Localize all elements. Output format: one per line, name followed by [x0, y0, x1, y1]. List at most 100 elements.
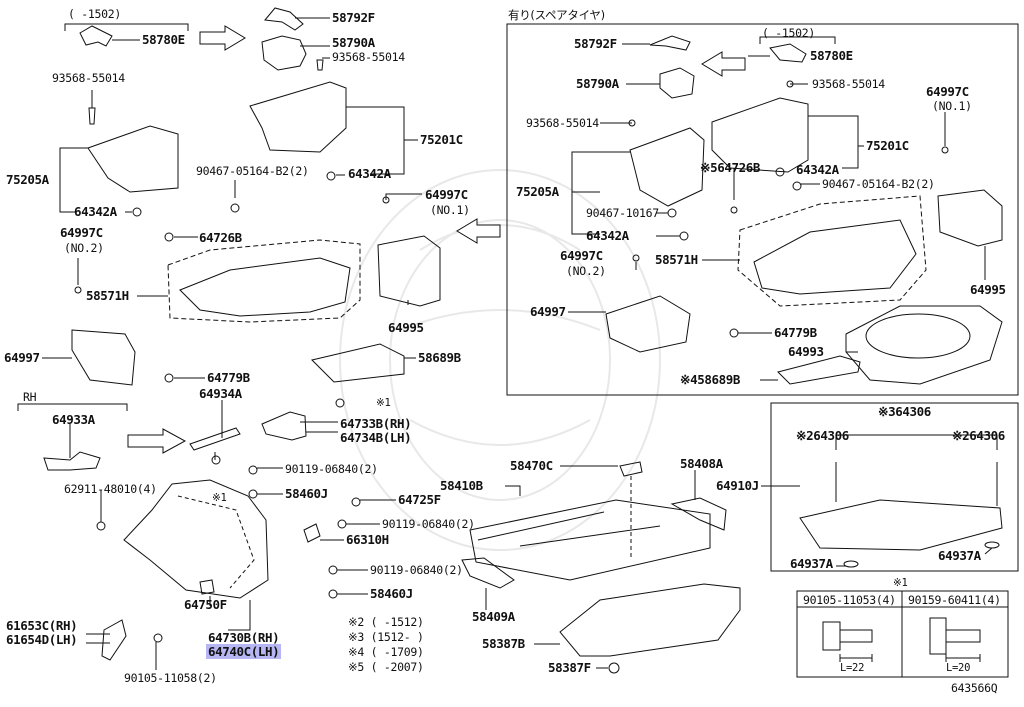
bracket-rh	[17, 403, 128, 411]
clip-64747-top	[335, 398, 345, 408]
label-90105-11058[interactable]: 90105-11058(2)	[124, 671, 217, 685]
bolt-drawing-1	[822, 621, 873, 651]
label-64726B[interactable]: 64726B	[199, 230, 242, 245]
bolt-part-2[interactable]: 90159-60411(4)	[908, 593, 1001, 607]
bolt-length-1: L=22	[840, 662, 865, 674]
label-58470C[interactable]: 58470C	[510, 458, 553, 473]
label-58410B[interactable]: 58410B	[440, 478, 483, 493]
spare-part-58790a	[659, 67, 695, 99]
part-61653c	[101, 619, 127, 661]
arrow-left-spare	[701, 51, 746, 77]
clip-64342a-top	[326, 171, 336, 181]
bolt-part-1[interactable]: 90105-11053(4)	[803, 593, 896, 607]
label-62911[interactable]: 62911-48010(4)	[64, 482, 157, 496]
label-58689B[interactable]: 58689B	[418, 350, 461, 365]
label-75201C[interactable]: 75201C	[420, 132, 463, 147]
note-3: ※3 (1512- )	[348, 630, 424, 644]
label-64306-main[interactable]: ※364306	[878, 404, 931, 419]
part-64730b	[123, 479, 269, 599]
label-64910J[interactable]: 64910J	[716, 478, 759, 493]
label-64730B[interactable]: 64730B(RH)	[208, 630, 280, 645]
spare-label-64997C-right[interactable]: 64997C	[926, 84, 969, 99]
spare-label-93568-a[interactable]: 93568-55014	[812, 77, 885, 91]
label-64779B[interactable]: 64779B	[207, 370, 250, 385]
label-64997[interactable]: 64997	[4, 350, 40, 365]
label-rh: RH	[23, 390, 37, 404]
label-64997C-right[interactable]: 64997C	[425, 187, 468, 202]
label-90119-b[interactable]: 90119-06840(2)	[382, 517, 475, 531]
part-58410b-seam	[477, 511, 661, 547]
spare-label-90467-05164[interactable]: 90467-05164-B2(2)	[822, 177, 935, 191]
clip-64779b	[164, 373, 174, 383]
label-64740C[interactable]: 64740C(LH)	[206, 644, 282, 659]
label-64995[interactable]: 64995	[388, 320, 424, 335]
label-58792F[interactable]: 58792F	[332, 10, 375, 25]
label-58790A[interactable]: 58790A	[332, 35, 375, 50]
notes-list: ※2 ( -1512) ※3 (1512- ) ※4 ( -1709) ※5 (…	[348, 616, 424, 673]
spare-label-75205A[interactable]: 75205A	[516, 184, 559, 199]
note-4: ※4 ( -1709)	[348, 645, 424, 659]
label-64997C-left[interactable]: 64997C	[60, 225, 103, 240]
clip-64997c-l	[74, 286, 82, 294]
label-90119-a[interactable]: 90119-06840(2)	[285, 462, 378, 476]
spare-label-64997[interactable]: 64997	[530, 304, 566, 319]
spare-label-64993[interactable]: 64993	[788, 344, 824, 359]
spare-label-90467-10167[interactable]: 90467-10167	[586, 206, 659, 220]
spare-label-58792F[interactable]: 58792F	[574, 36, 617, 51]
label-93568-top[interactable]: 93568-55014	[332, 50, 405, 64]
screw-90119-a	[248, 465, 258, 475]
label-64342A-top[interactable]: 64342A	[348, 166, 391, 181]
spare-part-58780e	[769, 43, 807, 63]
spare-label-58790A[interactable]: 58790A	[576, 76, 619, 91]
part-58409a	[461, 557, 515, 589]
label-58460J-b[interactable]: 58460J	[370, 586, 413, 601]
label-93568-left[interactable]: 93568-55014	[52, 71, 125, 85]
spare-label-93568-b[interactable]: 93568-55014	[526, 116, 599, 130]
part-58387b	[559, 583, 741, 657]
spare-label-58689B[interactable]: ※458689B	[680, 372, 740, 387]
spare-label-64779B[interactable]: 64779B	[774, 325, 817, 340]
spare-label-64726B[interactable]: ※564726B	[700, 160, 760, 175]
part-64933a	[43, 451, 101, 471]
label-64937A-left[interactable]: 64937A	[790, 556, 833, 571]
label-58409A[interactable]: 58409A	[472, 609, 515, 624]
spare-clip-64342a-b	[679, 231, 689, 241]
label-64750F[interactable]: 64750F	[184, 597, 227, 612]
spare-label-64995[interactable]: 64995	[970, 282, 1006, 297]
label-64725F[interactable]: 64725F	[398, 492, 441, 507]
clip-64726b	[164, 232, 174, 242]
label-64934A[interactable]: 64934A	[199, 386, 242, 401]
clip-58387f	[608, 662, 620, 674]
label-64740C-highlight[interactable]: 64740C(LH)	[206, 644, 282, 659]
spare-label-58780E[interactable]: 58780E	[810, 48, 853, 63]
label-58460J-a[interactable]: 58460J	[285, 486, 328, 501]
label-64937A-right[interactable]: 64937A	[938, 548, 981, 563]
spare-part-75201c	[711, 97, 809, 173]
label-90119-c[interactable]: 90119-06840(2)	[370, 563, 463, 577]
part-66310h	[303, 523, 321, 543]
label-64306-left[interactable]: ※264306	[796, 428, 849, 443]
spare-label-64342A-a[interactable]: 64342A	[796, 162, 839, 177]
label-61654D[interactable]: 61654D(LH)	[6, 632, 78, 647]
label-66310H[interactable]: 66310H	[346, 532, 389, 547]
label-64306-right[interactable]: ※264306	[952, 428, 1005, 443]
label-64933A[interactable]: 64933A	[52, 412, 95, 427]
note-x1-b: ※1	[893, 577, 908, 589]
label-90467[interactable]: 90467-05164-B2(2)	[196, 164, 309, 178]
label-58387B[interactable]: 58387B	[482, 636, 525, 651]
label-64733B[interactable]: 64733B(RH)	[340, 416, 412, 431]
label-58571H[interactable]: 58571H	[86, 288, 129, 303]
label-58408A[interactable]: 58408A	[680, 456, 723, 471]
label-58780E[interactable]: 58780E	[142, 32, 185, 47]
label-64734B[interactable]: 64734B(LH)	[340, 430, 412, 445]
clip-64725f	[351, 497, 361, 507]
part-64937a-r	[984, 541, 1000, 549]
spare-label-64997C-left[interactable]: 64997C	[560, 248, 603, 263]
spare-label-58571H[interactable]: 58571H	[655, 252, 698, 267]
label-58387F[interactable]: 58387F	[548, 660, 591, 675]
label-64342A-left[interactable]: 64342A	[74, 204, 117, 219]
label-75205A[interactable]: 75205A	[6, 172, 49, 187]
label-61653C[interactable]: 61653C(RH)	[6, 618, 78, 633]
spare-label-75201C[interactable]: 75201C	[866, 138, 909, 153]
spare-label-64342A-b[interactable]: 64342A	[586, 228, 629, 243]
